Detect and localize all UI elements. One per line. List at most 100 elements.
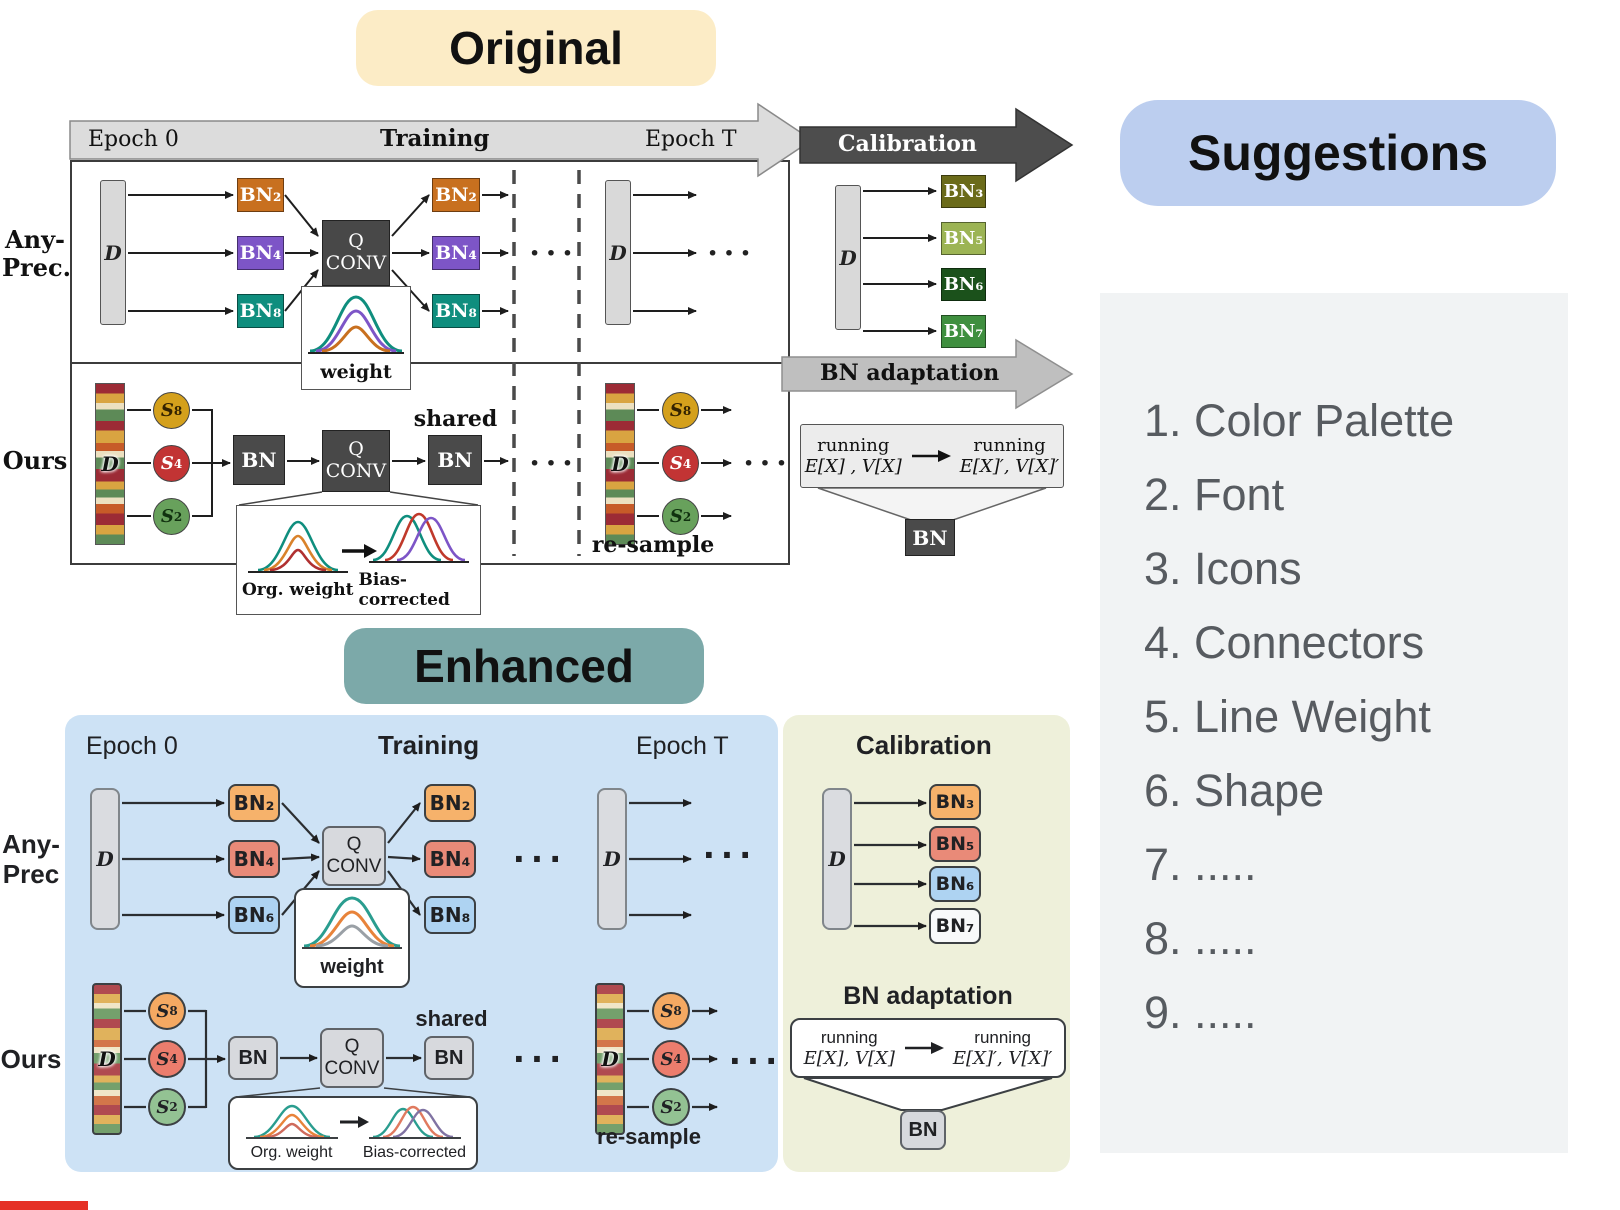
running-formula: E[X] , V[X] [804, 456, 902, 477]
scale-sub: 2 [673, 1100, 682, 1114]
bn7-box: BN₇ [929, 908, 981, 944]
bn-box: BN [228, 1036, 278, 1080]
suggestion-item: 7. ..... [1144, 839, 1257, 890]
ellipsis: ··· [512, 1040, 568, 1078]
striped-dataset-box: D [605, 383, 635, 545]
scale-symbol: S [160, 453, 174, 474]
suggestions-badge: Suggestions [1120, 100, 1556, 206]
suggestions-panel: 1. Color Palette 2. Font 3. Icons 4. Con… [1100, 293, 1568, 1153]
transform-arrow-icon [342, 544, 377, 558]
suggestion-item: 5. Line Weight [1144, 691, 1431, 742]
bn4-box: BN₄ [432, 236, 480, 270]
ellipsis: ··· [743, 446, 793, 481]
bn2-box: BN₂ [237, 178, 284, 212]
training-timeline-arrow [69, 102, 814, 178]
bn3-box: BN₃ [929, 784, 981, 820]
weight-distribution-curves [308, 295, 404, 354]
org-weight-curves [245, 1104, 338, 1139]
dataset-box: D [597, 788, 627, 930]
running-formula: E[X]′, V[X]′ [959, 456, 1060, 477]
bias-corrected-label: Bias-corrected [362, 1143, 467, 1161]
any-prec-line1: Any- [5, 225, 65, 254]
dataset-box: D [835, 185, 861, 330]
ellipsis: ··· [512, 840, 568, 878]
bn4-box: BN₄ [237, 236, 284, 270]
dataset-letter: D [601, 1047, 619, 1071]
enhanced-badge: Enhanced [344, 628, 704, 704]
shared-bn-box: BN [428, 435, 482, 485]
ellipsis: ··· [702, 836, 758, 874]
org-weight-half: Org. weight [237, 514, 359, 606]
qconv-line2: CONV [325, 460, 387, 482]
enhanced-training-label: Training [378, 730, 480, 760]
org-weight-plot: Org. weight Bias-corrected [236, 505, 481, 615]
qconv-line1: Q [348, 438, 364, 461]
dataset-letter: D [611, 452, 629, 476]
bias-corrected-curves [369, 512, 470, 563]
bn6-box: BN₆ [941, 268, 986, 301]
original-bn-adaptation-label: BN adaptation [820, 360, 1000, 386]
scale-sub: 4 [169, 1052, 178, 1066]
striped-dataset-box: D [595, 983, 625, 1135]
qconv-line2: CONV [324, 1058, 380, 1079]
qconv-line1: Q [344, 1036, 360, 1058]
calibration-arrow [799, 107, 1074, 183]
update-arrow-icon [904, 1042, 944, 1054]
scale-sub: 4 [173, 456, 183, 471]
scale-symbol: S [660, 1048, 674, 1070]
bias-corrected-half: Bias-corrected [353, 1101, 476, 1166]
bn4-box: BN₄ [424, 840, 476, 878]
bn8-box: BN₈ [237, 294, 284, 328]
original-epoch0-label: Epoch 0 [88, 127, 179, 152]
any-prec-line1: Any- [2, 829, 60, 859]
scale-symbol: S [669, 506, 683, 527]
bn8-box: BN₈ [432, 294, 480, 328]
bn2-box: BN₂ [424, 784, 476, 822]
running-formula: E[X], V[X] [803, 1047, 895, 1069]
running-stats-before: running E[X], V[X] [804, 1028, 895, 1069]
progress-bar [0, 1201, 88, 1210]
suggestion-item: 8. ..... [1144, 913, 1257, 964]
running-stats-after: running E[X]′, V[X]′ [960, 435, 1059, 477]
shared-label: shared [413, 406, 498, 432]
suggestion-item: 1. Color Palette [1144, 395, 1455, 446]
weight-label: weight [320, 956, 384, 978]
shared-label: shared [415, 1006, 488, 1031]
bn5-box: BN₅ [941, 222, 986, 255]
ellipsis: ··· [529, 446, 579, 481]
bn-adaptation-arrow [781, 338, 1074, 410]
original-badge: Original [356, 10, 716, 86]
qconv-box: Q CONV [322, 826, 386, 886]
running-stats-after: running E[X]′, V[X]′ [953, 1028, 1052, 1069]
qconv-line2: CONV [325, 252, 387, 274]
resample-label: re-sample [597, 1124, 701, 1149]
scale-symbol: S [669, 400, 683, 421]
bn6-box: BN₆ [929, 866, 981, 902]
running-stats-box: running E[X] , V[X] running E[X]′, V[X]′ [800, 424, 1064, 488]
scale-sub: 8 [673, 1004, 682, 1018]
bn5-box: BN₅ [929, 826, 981, 862]
any-prec-line2: Prec [2, 858, 60, 889]
bn-adapt-box: BN [900, 1110, 946, 1150]
dataset-box: D [100, 180, 126, 325]
bn2-box: BN₂ [432, 178, 480, 212]
original-row-label-any-prec: Any- Prec. [2, 225, 71, 281]
running-label: running [973, 435, 1046, 456]
weight-plot: weight [294, 888, 410, 988]
striped-dataset-box: D [95, 383, 125, 545]
org-weight-label: Org. weight [242, 580, 354, 600]
running-label: running [820, 1027, 878, 1047]
weight-plot: weight [301, 286, 411, 390]
ellipsis: ··· [707, 236, 757, 271]
enhanced-calibration-label: Calibration [856, 730, 992, 760]
org-weight-plot: Org. weight Bias-corrected [228, 1096, 478, 1170]
dataset-box: D [90, 788, 120, 930]
enhanced-bn-adaptation-label: BN adaptation [843, 982, 1013, 1010]
dataset-box: D [605, 180, 631, 325]
